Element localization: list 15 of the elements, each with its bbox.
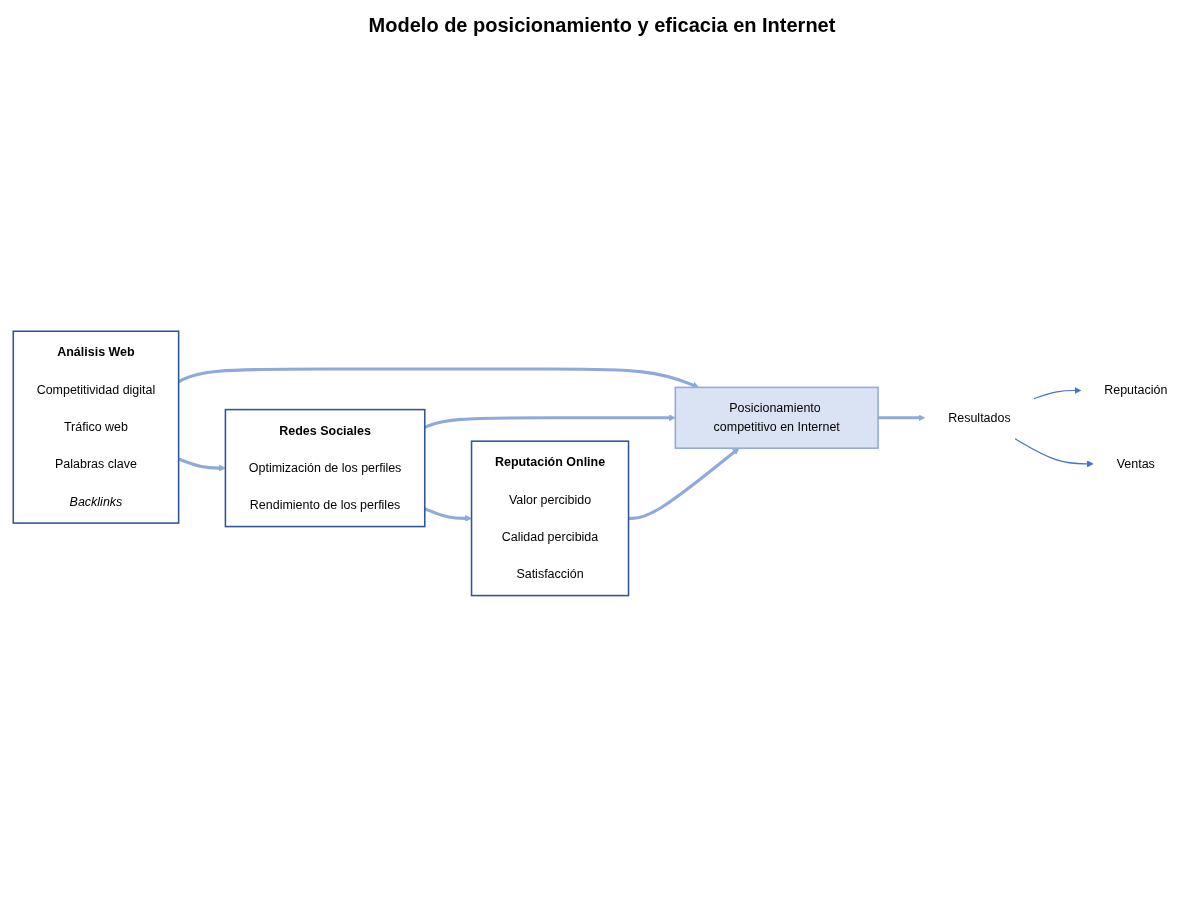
arrow — [1014, 437, 1094, 467]
node-box: Reputación Online Valor percibido Calidad percibida Satisfacción — [470, 440, 630, 596]
arrow — [178, 457, 226, 472]
node-text: Ventas — [1116, 456, 1155, 470]
arrow — [1033, 386, 1082, 399]
arrow — [628, 447, 740, 520]
arrow — [878, 413, 926, 421]
arrow — [424, 413, 676, 429]
diagram-title: Modelo de posicionamiento y eficacia en Internet — [367, 14, 837, 37]
node-box: Análisis Web Competitividad digital Tráfico web Palabras clave Backlinks — [12, 330, 180, 524]
arrow — [424, 506, 472, 522]
node-box: Posicionamiento competitivo en Internet — [674, 386, 879, 449]
node-text: Reputación — [1104, 383, 1168, 397]
node-box: Redes Sociales Optimización de los perfiles Rendimiento de los perfiles — [224, 408, 426, 527]
node-text: Resultados — [948, 410, 1011, 424]
